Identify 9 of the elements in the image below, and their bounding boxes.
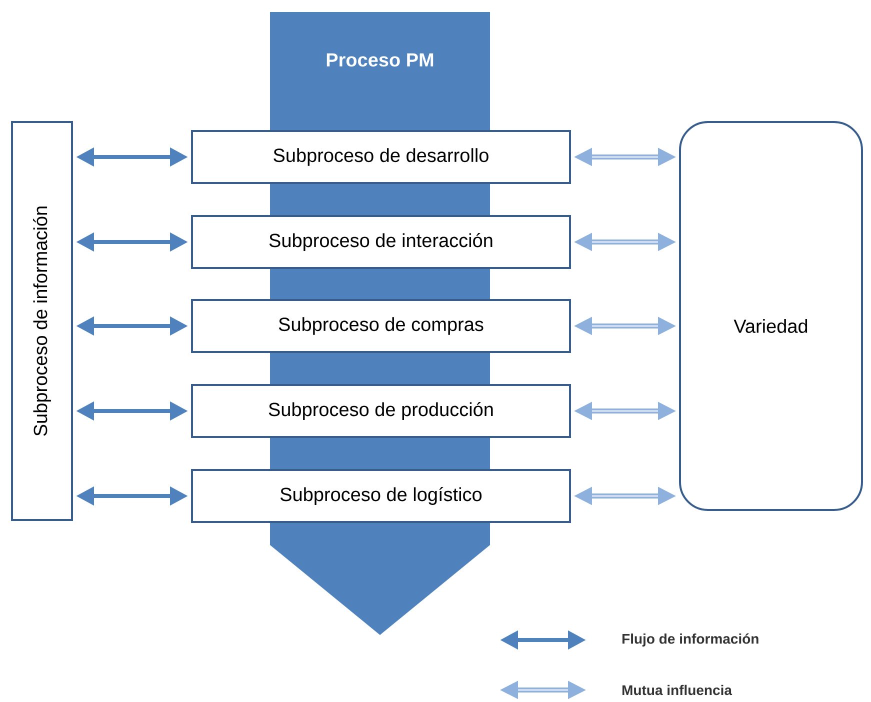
subprocess-box: Subproceso de interacción: [191, 215, 571, 269]
subprocess-box: Subproceso de producción: [191, 384, 571, 438]
legend-text: Flujo de información: [622, 633, 758, 647]
variety-box: Variedad: [679, 121, 863, 511]
subprocess-box: Subproceso de desarrollo: [191, 130, 571, 184]
subprocess-box: Subproceso de logístico: [191, 468, 571, 523]
information-box: Subproceso de información: [11, 121, 73, 521]
subprocess-box: Subproceso de compras: [191, 299, 571, 353]
legend-text: Mutua influencia: [622, 684, 732, 696]
